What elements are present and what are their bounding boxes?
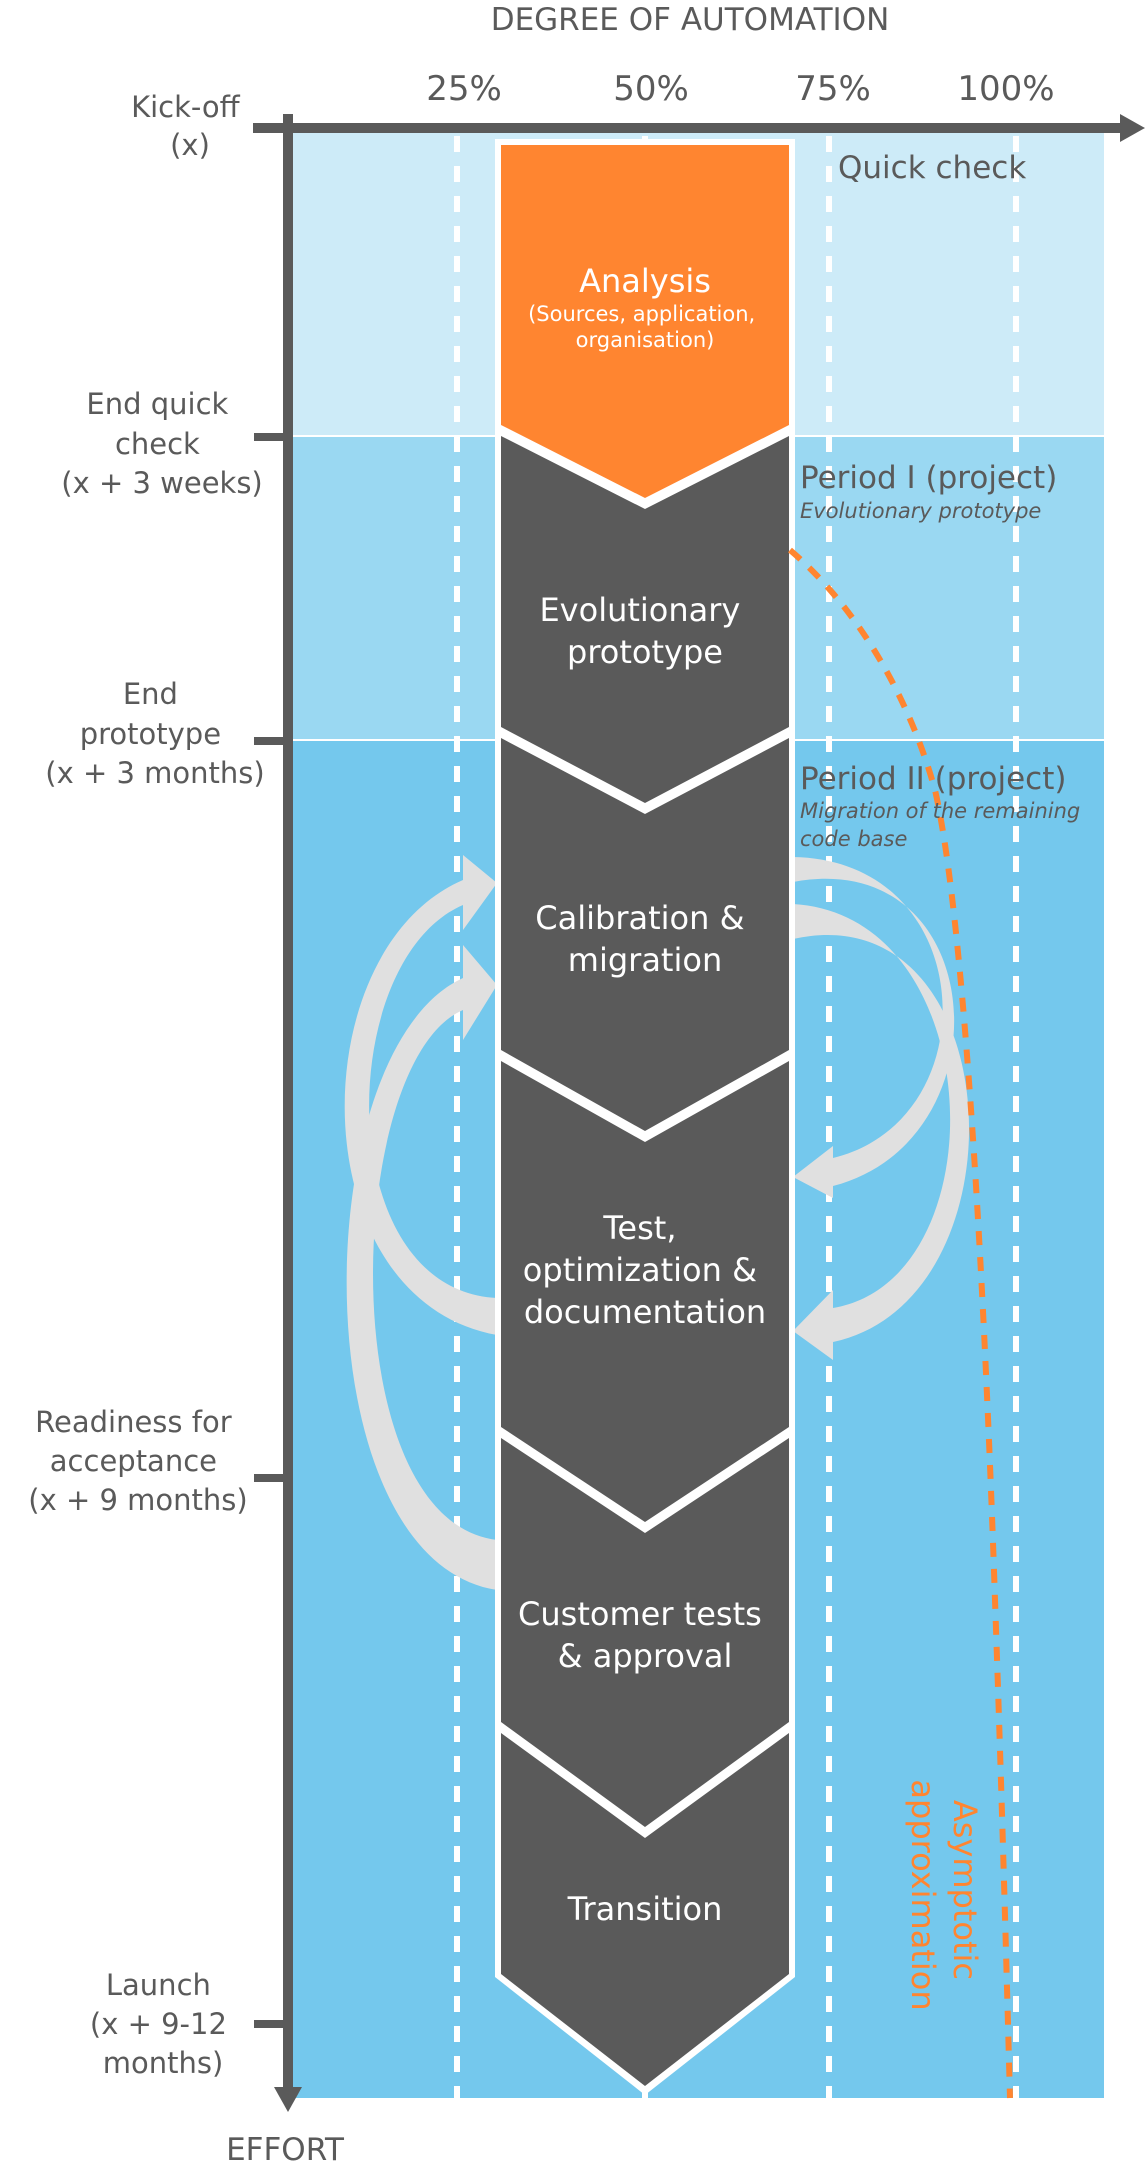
feedback-arrow-right-2 bbox=[793, 904, 970, 1360]
feedback-arrows-left bbox=[344, 855, 497, 1590]
milestone-end-prototype: End prototype (x + 3 months) bbox=[45, 677, 264, 790]
phase-period-2-title: Period II (project) bbox=[800, 761, 1066, 797]
feedback-arrow-right-1 bbox=[793, 857, 955, 1198]
x-axis-ticks: 25% 50% 75% 100% bbox=[426, 69, 1054, 109]
phase-period-1-title: Period I (project) bbox=[800, 460, 1057, 496]
axes bbox=[253, 114, 1145, 2112]
asymptotic-label: Asymptotic approximation bbox=[904, 1779, 984, 2010]
asymptotic-curve bbox=[788, 547, 1013, 2099]
step-calibration-label: Calibration & migration bbox=[535, 899, 754, 979]
tick-readiness bbox=[254, 1474, 286, 1482]
tick-end-quick-check bbox=[254, 433, 286, 441]
step-customer-tests-shape bbox=[501, 1438, 789, 1827]
milestone-end-quick-check: End quick check (x + 3 weeks) bbox=[61, 387, 263, 500]
step-labels: Analysis (Sources, application, organisa… bbox=[518, 262, 772, 1928]
step-transition-label: Transition bbox=[567, 1890, 723, 1928]
feedback-arrows-right bbox=[793, 857, 970, 1360]
milestone-kickoff: Kick-off (x) bbox=[131, 90, 249, 162]
tick-launch bbox=[254, 2020, 286, 2028]
step-analysis-shape bbox=[501, 145, 789, 498]
phase-period-1-subtitle: Evolutionary prototype bbox=[800, 499, 1041, 523]
x-tick-50: 50% bbox=[613, 69, 689, 109]
tick-end-prototype bbox=[254, 737, 286, 745]
step-evolutionary-prototype-label: Evolutionary prototype bbox=[539, 591, 750, 671]
x-axis-arrowhead bbox=[1120, 114, 1145, 142]
step-analysis-sublabel: (Sources, application, organisation) bbox=[528, 302, 762, 352]
y-axis-title: EFFORT bbox=[226, 2132, 345, 2168]
y-axis-arrowhead bbox=[274, 2087, 302, 2112]
feedback-arrow-left-2 bbox=[346, 945, 497, 1590]
milestone-readiness: Readiness for acceptance (x + 9 months) bbox=[28, 1405, 247, 1517]
x-axis-title: DEGREE OF AUTOMATION bbox=[491, 2, 890, 38]
x-tick-75: 75% bbox=[795, 69, 871, 109]
milestone-launch: Launch (x + 9-12 months) bbox=[90, 1968, 236, 2080]
process-steps bbox=[501, 145, 789, 2086]
step-customer-tests-label: Customer tests & approval bbox=[518, 1595, 772, 1675]
step-analysis-label: Analysis bbox=[579, 262, 711, 300]
feedback-arrow-left-1 bbox=[344, 855, 497, 1335]
y-axis-line bbox=[283, 114, 293, 2089]
phase-quick-check-title: Quick check bbox=[838, 150, 1026, 186]
x-tick-25: 25% bbox=[426, 69, 502, 109]
step-test-shape bbox=[501, 1061, 789, 1522]
step-test-label: Test, optimization & documentation bbox=[523, 1209, 767, 1331]
x-axis-line bbox=[253, 123, 1121, 133]
phase-labels: Quick check Period I (project) Evolution… bbox=[800, 150, 1087, 851]
milestone-labels: Kick-off (x) End quick check (x + 3 week… bbox=[28, 90, 264, 2080]
phase-period-2-subtitle: Migration of the remaining code base bbox=[800, 799, 1087, 851]
step-transition-shape bbox=[501, 1733, 789, 2086]
step-calibration-shape bbox=[501, 738, 789, 1131]
step-evolutionary-prototype-shape bbox=[501, 436, 789, 803]
x-tick-100: 100% bbox=[957, 69, 1054, 109]
